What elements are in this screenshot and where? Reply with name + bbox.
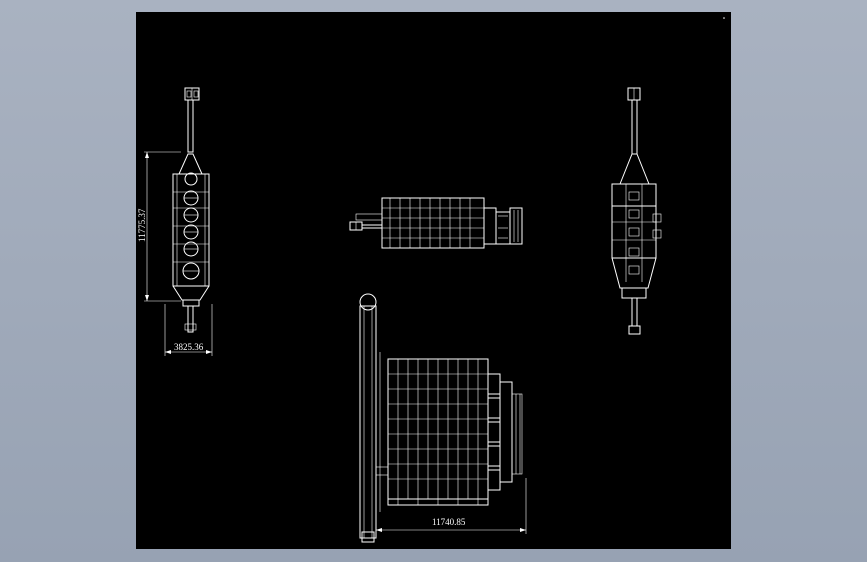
- left-view-width-dimension: 3825.36: [174, 342, 204, 352]
- center-plan-view: [349, 197, 523, 249]
- bottom-view-width-dimension: 11740.85: [432, 517, 466, 527]
- cad-drawing-canvas[interactable]: 11775.37 3825.36: [136, 12, 731, 549]
- bottom-elevation-view: [359, 293, 527, 543]
- cad-drawing: 11775.37 3825.36: [137, 17, 725, 543]
- left-view-height-dimension: 11775.37: [137, 208, 147, 242]
- left-elevation-view: [144, 87, 213, 356]
- canvas-marker-dot: [723, 17, 725, 19]
- right-elevation-view: [611, 87, 662, 335]
